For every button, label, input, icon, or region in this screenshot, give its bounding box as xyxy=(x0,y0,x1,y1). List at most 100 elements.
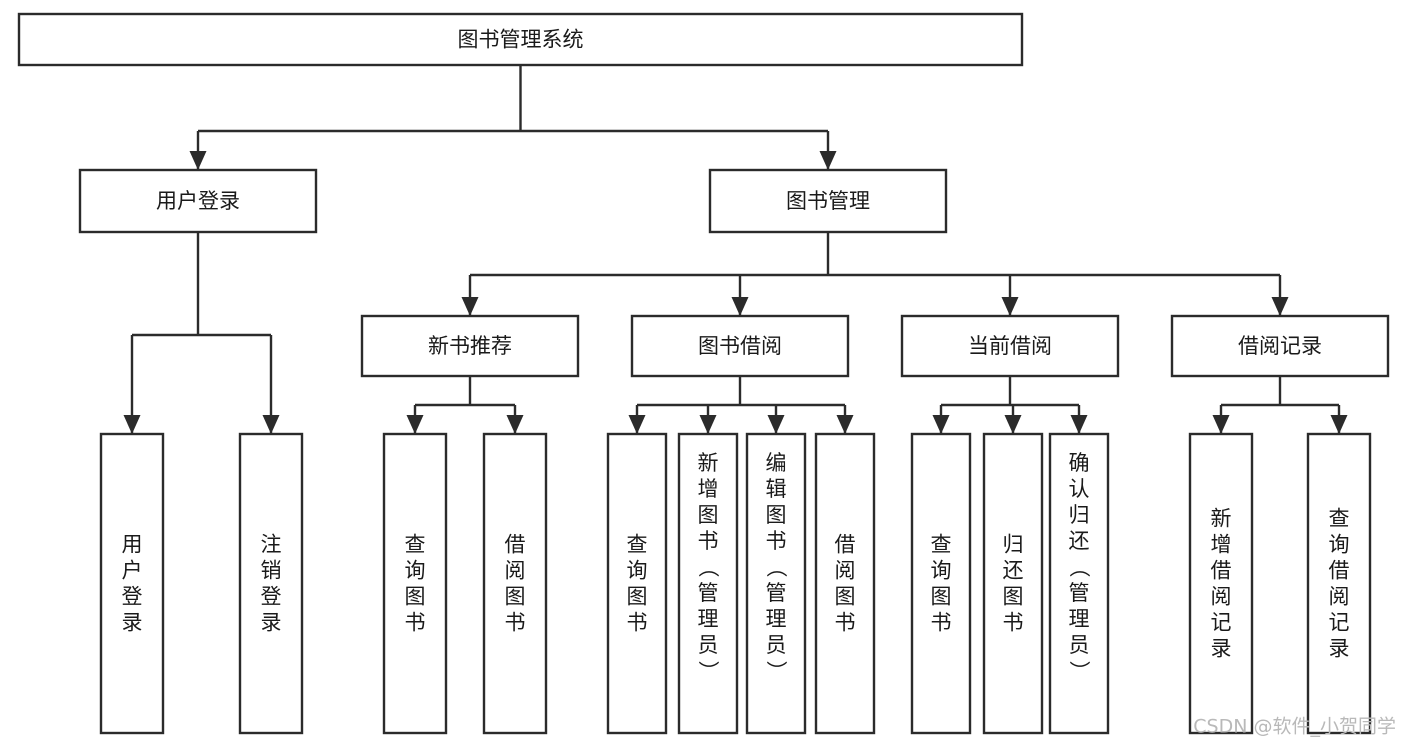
arrow-head-icon xyxy=(731,297,749,316)
svg-text:用: 用 xyxy=(122,533,143,557)
node-level3-1[interactable]: 图书借阅 xyxy=(630,314,850,378)
svg-text:登: 登 xyxy=(122,585,143,609)
node-box[interactable] xyxy=(1306,432,1372,735)
node-box[interactable] xyxy=(606,432,668,735)
svg-text:书: 书 xyxy=(1003,611,1024,635)
svg-text:理: 理 xyxy=(698,607,719,631)
arrow-head-icon xyxy=(932,415,950,434)
svg-text:理: 理 xyxy=(1069,607,1090,631)
svg-text:书: 书 xyxy=(627,611,648,635)
node-label: 图书借阅 xyxy=(698,334,782,358)
svg-text:注: 注 xyxy=(261,533,282,557)
svg-text:户: 户 xyxy=(122,559,143,583)
node-box[interactable] xyxy=(238,432,304,735)
node-box[interactable] xyxy=(910,432,972,735)
arrow-head-icon xyxy=(461,297,479,316)
arrow-head-icon xyxy=(123,415,141,434)
arrow-head-icon xyxy=(506,415,524,434)
node-level3-2[interactable]: 当前借阅 xyxy=(900,314,1120,378)
svg-text:增: 增 xyxy=(1211,533,1232,557)
arrow-head-icon xyxy=(262,415,280,434)
node-box[interactable] xyxy=(78,168,318,234)
svg-text:书: 书 xyxy=(698,529,719,553)
svg-text:阅: 阅 xyxy=(1211,585,1232,609)
svg-text:借: 借 xyxy=(835,533,856,557)
node-box[interactable] xyxy=(677,432,739,735)
node-box[interactable] xyxy=(99,432,165,735)
svg-text:图: 图 xyxy=(835,585,856,609)
node-box[interactable] xyxy=(482,432,548,735)
node-box[interactable] xyxy=(17,12,1024,67)
arrow-head-icon xyxy=(1070,415,1088,434)
node-label: 图书管理 xyxy=(786,189,870,213)
node-box[interactable] xyxy=(814,432,876,735)
node-box[interactable] xyxy=(630,314,850,378)
node-level2-0[interactable]: 用户登录 xyxy=(78,168,318,234)
svg-text:辑: 辑 xyxy=(766,477,787,501)
node-box[interactable] xyxy=(1048,432,1110,735)
node-level3-0[interactable]: 新书推荐 xyxy=(360,314,580,378)
svg-text:登: 登 xyxy=(261,585,282,609)
node-box[interactable] xyxy=(900,314,1120,378)
svg-text:借: 借 xyxy=(1329,559,1350,583)
node-leaf-0[interactable]: 用户登录 xyxy=(99,432,165,735)
svg-text:阅: 阅 xyxy=(835,559,856,583)
svg-text:员: 员 xyxy=(1069,633,1090,657)
svg-text:图: 图 xyxy=(1003,585,1024,609)
svg-text:理: 理 xyxy=(766,607,787,631)
svg-text:新: 新 xyxy=(1211,507,1232,531)
node-label: 当前借阅 xyxy=(968,334,1052,358)
svg-text:）: ） xyxy=(764,661,788,682)
svg-text:还: 还 xyxy=(1003,559,1024,583)
arrow-head-icon xyxy=(699,415,717,434)
svg-text:图: 图 xyxy=(698,503,719,527)
svg-text:新: 新 xyxy=(698,451,719,475)
svg-text:管: 管 xyxy=(766,581,787,605)
node-box[interactable] xyxy=(360,314,580,378)
node-box[interactable] xyxy=(1170,314,1390,378)
svg-text:员: 员 xyxy=(698,633,719,657)
svg-text:询: 询 xyxy=(931,559,952,583)
svg-text:询: 询 xyxy=(627,559,648,583)
svg-text:图: 图 xyxy=(766,503,787,527)
svg-text:编: 编 xyxy=(766,451,787,475)
svg-text:归: 归 xyxy=(1003,533,1024,557)
node-root-0[interactable]: 图书管理系统 xyxy=(17,12,1024,67)
node-box[interactable] xyxy=(382,432,448,735)
svg-text:图: 图 xyxy=(405,585,426,609)
svg-text:）: ） xyxy=(1067,661,1091,682)
svg-text:（: （ xyxy=(764,557,788,578)
svg-text:图: 图 xyxy=(505,585,526,609)
svg-text:员: 员 xyxy=(766,633,787,657)
node-box[interactable] xyxy=(982,432,1044,735)
svg-text:增: 增 xyxy=(698,477,719,501)
node-box[interactable] xyxy=(1188,432,1254,735)
svg-text:书: 书 xyxy=(835,611,856,635)
node-level2-1[interactable]: 图书管理 xyxy=(708,168,948,234)
node-box[interactable] xyxy=(708,168,948,234)
node-label: 图书管理系统 xyxy=(458,28,584,52)
svg-text:阅: 阅 xyxy=(505,559,526,583)
node-box[interactable] xyxy=(745,432,807,735)
node-level3-3[interactable]: 借阅记录 xyxy=(1170,314,1390,378)
arrow-head-icon xyxy=(1004,415,1022,434)
